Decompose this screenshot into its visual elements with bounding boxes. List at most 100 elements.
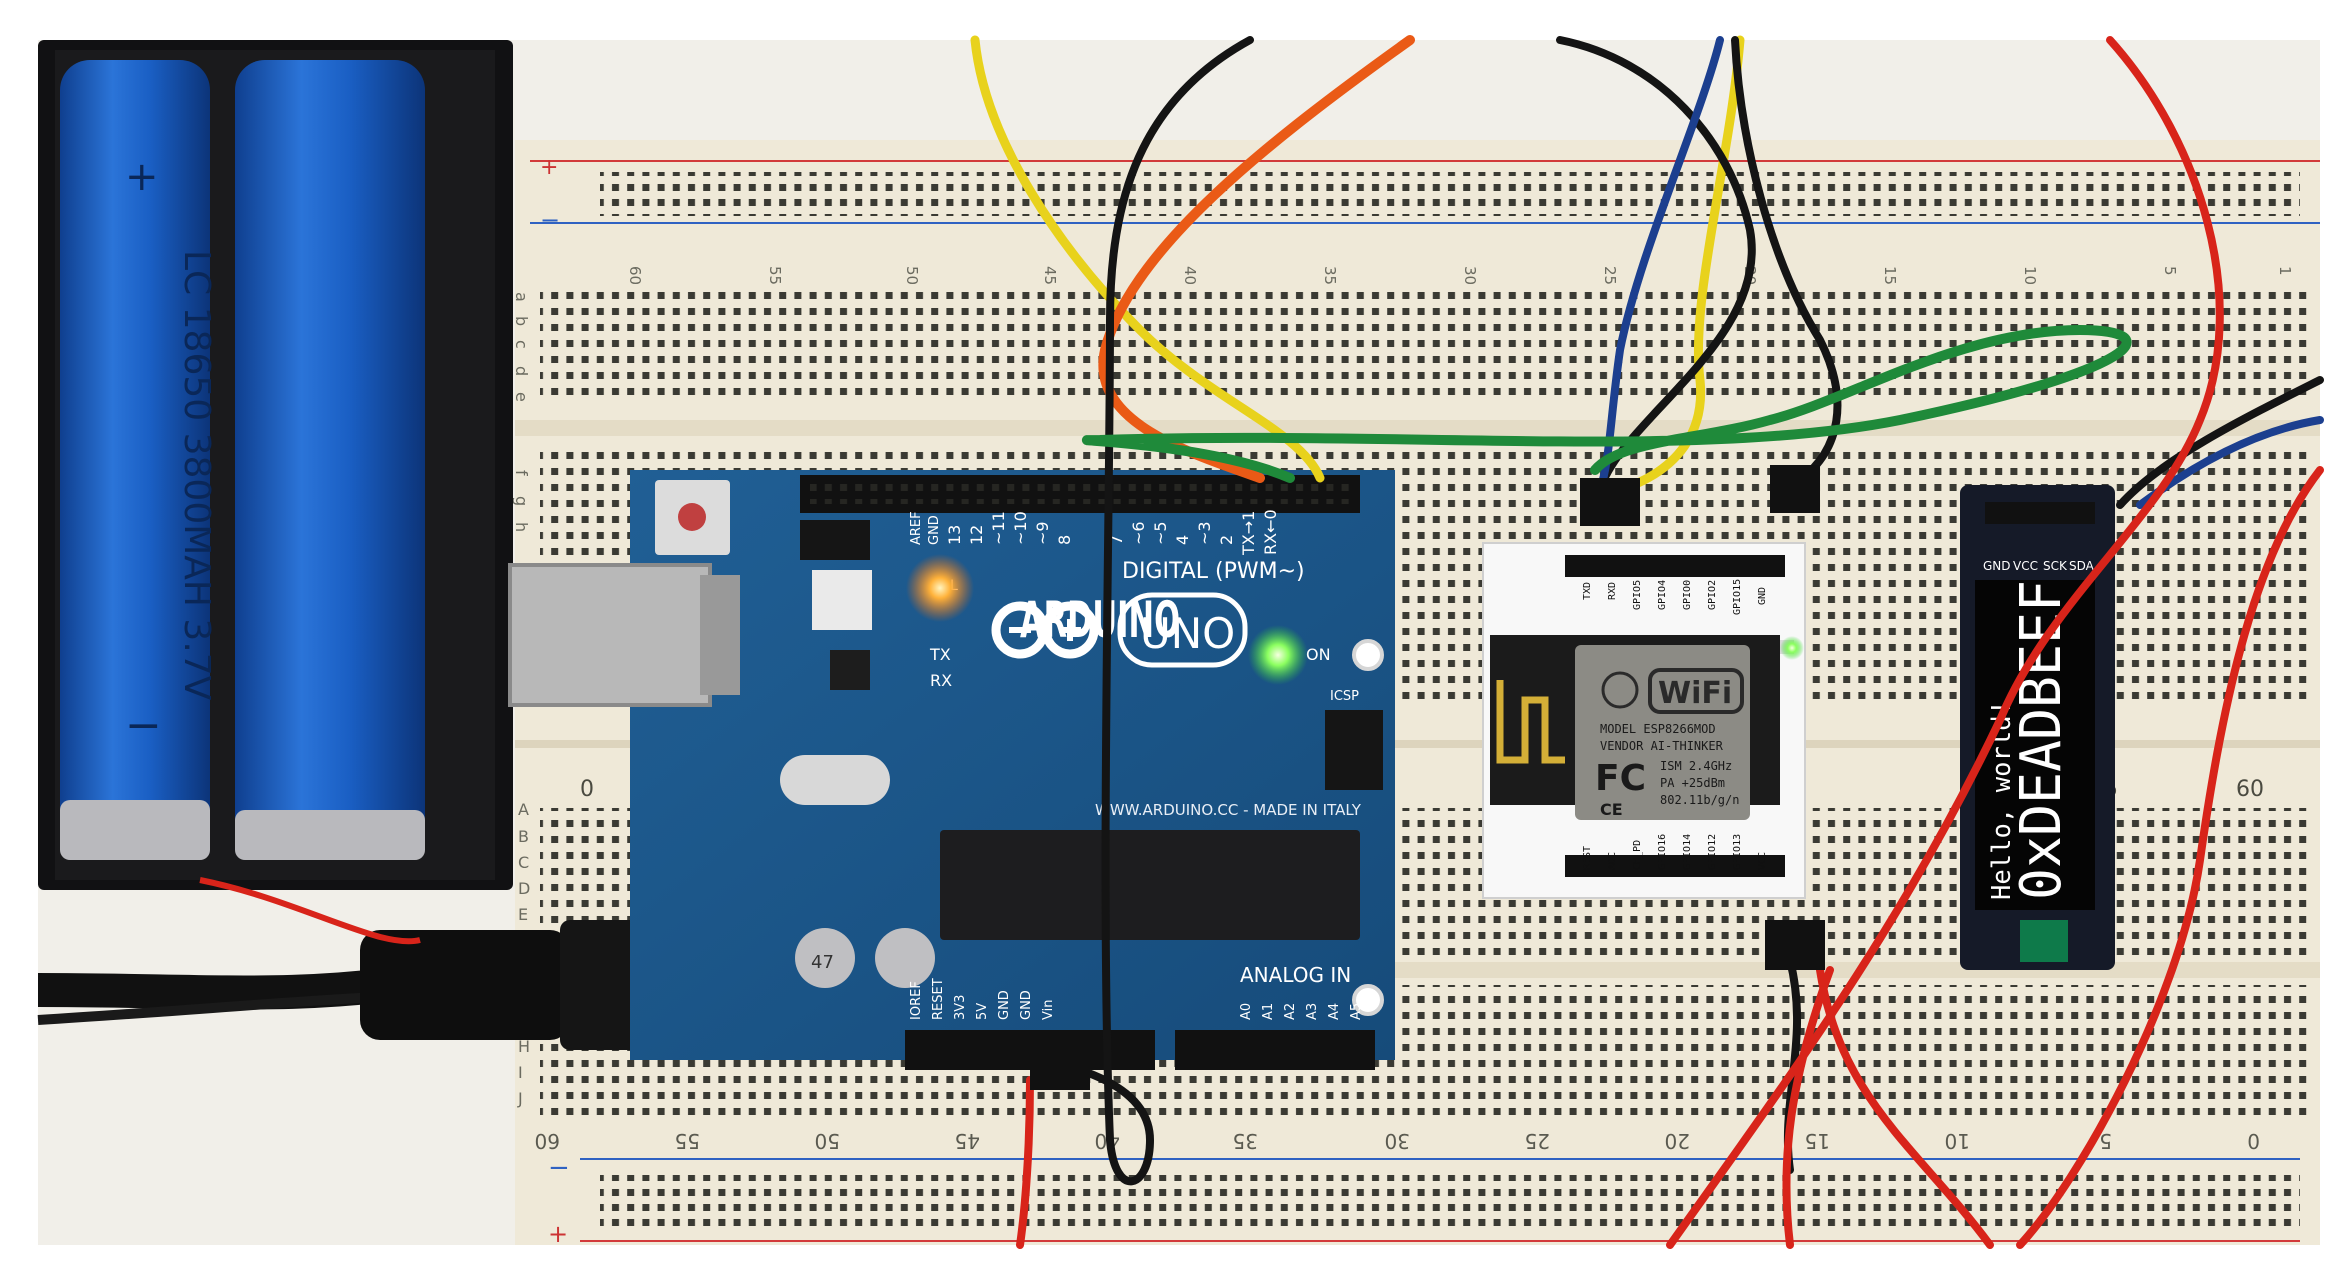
col-num: 5: [2161, 266, 2179, 276]
analog-pin-label: A0: [1239, 1003, 1254, 1020]
rail-plus-bottom: +: [548, 1220, 568, 1248]
battery-pack: LC 18650 3800MAH 3.7V + −: [38, 40, 513, 890]
col-num: 45: [955, 1129, 980, 1153]
row-letter: c: [512, 340, 531, 349]
pin-label: ~11: [989, 511, 1008, 545]
dupont-plug: [1765, 920, 1825, 970]
ce-mark: CE: [1600, 800, 1623, 819]
uno-label: UNO: [1140, 609, 1235, 658]
row-letter: H: [518, 1037, 530, 1056]
col-num: 0: [580, 777, 594, 802]
col-num: 30: [1385, 1129, 1410, 1153]
dupont-plug: [1770, 465, 1820, 513]
dupont-plug: [1030, 1050, 1090, 1090]
esp-pin: GPIO15: [1732, 579, 1743, 615]
on-label: ON: [1306, 645, 1331, 664]
power-pin-label: GND: [997, 990, 1012, 1020]
esp-pin: GPIO2: [1707, 580, 1718, 610]
col-num: 50: [903, 266, 921, 285]
col-num: 50: [815, 1129, 840, 1153]
oled-screen-text: 0xDEADBEEF Hello, world!: [1987, 580, 2074, 900]
pin-label: ~9: [1033, 521, 1052, 545]
col-num: 55: [675, 1129, 700, 1153]
esp-pin: VCC: [1757, 852, 1768, 870]
col-num: 10: [1945, 1129, 1970, 1153]
col-num: 60: [626, 266, 644, 285]
battery-plus: +: [125, 154, 159, 200]
battery-cell-left: LC 18650 3800MAH 3.7V + −: [60, 60, 217, 860]
pin-label: ~5: [1151, 521, 1170, 545]
col-num: 35: [1233, 1129, 1258, 1153]
row-letter: f: [512, 470, 531, 476]
aref-label: AREF: [909, 511, 924, 545]
battery-cell-right: [235, 60, 425, 860]
power-pin-label: 3V3: [953, 995, 968, 1020]
esp-model: MODEL ESP8266MOD: [1600, 722, 1716, 736]
col-num: 60: [535, 1129, 560, 1153]
row-letter: h: [512, 522, 531, 532]
esp-pin: GPIO12: [1707, 834, 1718, 870]
esp-led-light: [1780, 636, 1804, 660]
arduino-logo-icon: [991, 601, 1099, 659]
analog-pin-label: A1: [1261, 1003, 1276, 1020]
esp-pin: GPIO13: [1732, 834, 1743, 870]
wire-green: [1081, 324, 2132, 483]
row-letter: A: [518, 800, 529, 819]
esp-pin: ADC: [1607, 852, 1618, 870]
pin-label: ~6: [1129, 521, 1148, 545]
col-num: 45: [1041, 266, 1059, 285]
esp-pin: CH_PD: [1632, 840, 1643, 870]
row-letter: D: [518, 879, 530, 898]
esp-pin: RXD: [1607, 582, 1618, 600]
analog-pin-label: A2: [1283, 1003, 1298, 1020]
analog-pin-label: A4: [1327, 1003, 1342, 1020]
power-pin-label: IOREF: [909, 981, 924, 1020]
pin-label: 7: [1107, 535, 1126, 545]
col-num: 55: [766, 266, 784, 285]
col-num: 35: [1321, 266, 1339, 285]
gnd-label: GND: [927, 515, 942, 545]
power-pin-label: Vin: [1041, 1000, 1056, 1020]
oled-pin: SCK: [2043, 559, 2068, 573]
esp-pa: PA +25dBm: [1660, 776, 1725, 790]
wire-black-right: [2116, 376, 2324, 509]
wire-blue: [1596, 36, 1724, 494]
row-letter: J: [517, 1089, 523, 1108]
pin-label: 8: [1055, 535, 1074, 545]
analog-pin-label: A5: [1349, 1003, 1364, 1020]
col-num: 25: [1601, 266, 1619, 285]
power-pin-label: RESET: [931, 978, 946, 1020]
row-letter: g: [512, 496, 531, 506]
row-letter: I: [518, 1063, 523, 1082]
analog-label: ANALOG IN: [1240, 963, 1351, 987]
rail-minus-top: −: [540, 206, 560, 234]
row-letter: C: [518, 853, 529, 872]
esp8266-module: TXD RXD GPIO5 GPIO4 GPIO0 GPIO2 GPIO15 G…: [1482, 542, 1806, 899]
col-num: 15: [1805, 1129, 1830, 1153]
made-in-italy-label: WWW.ARDUINO.CC - MADE IN ITALY: [1095, 801, 1362, 819]
wire-red-right2: [2016, 466, 2324, 1249]
col-num: 40: [1181, 266, 1199, 285]
power-pin-label: GND: [1019, 990, 1034, 1020]
esp-pin: GPIO16: [1657, 834, 1668, 870]
row-letter: e: [512, 392, 531, 402]
pin-label: 12: [967, 525, 986, 545]
col-num: 15: [1881, 266, 1899, 285]
tx-label: TX: [929, 645, 951, 664]
wire-black-long: [1076, 36, 1254, 1186]
wifi-text: WiFi: [1658, 676, 1732, 711]
digital-label: DIGITAL (PWM~): [1122, 559, 1305, 584]
pin-label: 2: [1217, 535, 1236, 545]
row-letter: B: [518, 827, 529, 846]
capacitor-label: 47: [811, 952, 834, 973]
antenna-trace: [1496, 680, 1565, 764]
rx-label: RX: [930, 671, 952, 690]
dupont-plug: [1580, 478, 1640, 526]
wire-red-lower: [1816, 966, 1994, 1249]
esp-pin: GND: [1757, 587, 1768, 605]
uno-badge: UNO: [1117, 592, 1248, 668]
wire-red-lower2: [1782, 966, 1834, 1249]
rail-minus-bottom: −: [548, 1153, 570, 1183]
row-letter: a: [512, 292, 531, 302]
